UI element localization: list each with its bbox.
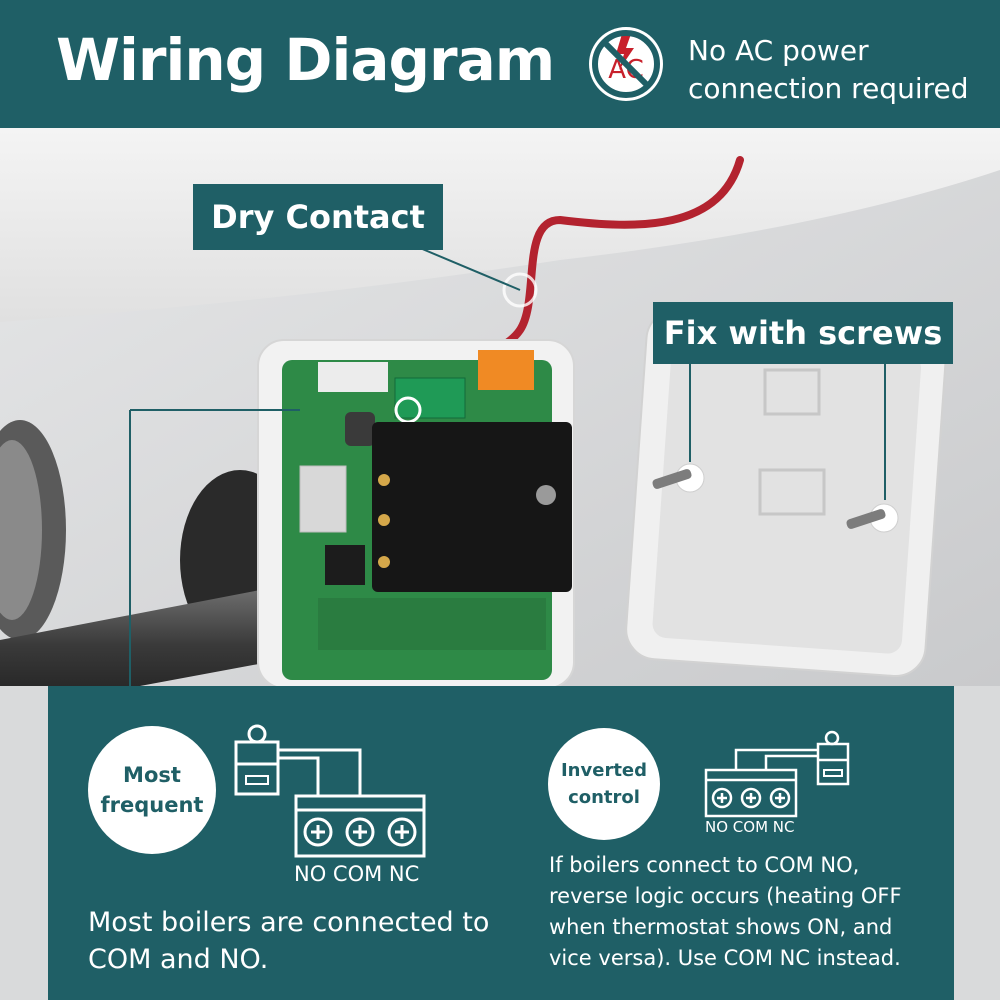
no-ac-line2: connection required — [688, 72, 969, 105]
most-frequent-description: Most boilers are connected to COM and NO… — [88, 907, 490, 975]
most-frequent-badge: Most frequent — [88, 726, 216, 854]
terminal-labels-standard: NO COM NC — [294, 862, 420, 886]
inverted-line1: Inverted — [560, 760, 648, 781]
no-ac-line1: No AC power — [688, 34, 869, 67]
inverted-description: If boilers connect to COM NO, reverse lo… — [549, 853, 902, 970]
most-frequent-line1: Most — [123, 763, 181, 787]
inverted-line2: control — [568, 787, 640, 808]
most-frequent-line2: frequent — [100, 793, 204, 817]
no-ac-text: No AC power connection required — [688, 32, 969, 108]
page-title: Wiring Diagram — [56, 26, 555, 94]
header-banner: Wiring Diagram AC No AC power connection… — [0, 0, 1000, 128]
dry-contact-label: Dry Contact — [193, 184, 443, 250]
boiler-terminal-diagram-inverted — [704, 730, 850, 818]
product-photo — [0, 128, 1000, 686]
wiring-info-panel: Most frequent NO COM NC Most boilers are… — [48, 686, 954, 1000]
boiler-terminal-diagram-standard — [234, 724, 426, 858]
terminal-labels-inverted: NO COM NC — [705, 818, 795, 836]
inverted-control-badge: Inverted control — [548, 728, 660, 840]
no-ac-power-icon: AC — [589, 27, 663, 101]
fix-with-screws-label: Fix with screws — [653, 302, 953, 364]
